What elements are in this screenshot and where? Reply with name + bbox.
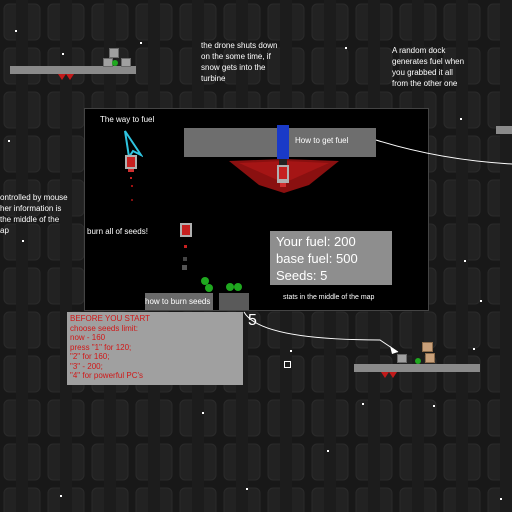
stat-seeds: Seeds: 5 [276, 268, 328, 283]
start-instructions-panel: BEFORE YOU START choose seeds limit: now… [67, 312, 243, 385]
start-line: "2" for 160; [70, 352, 110, 361]
hint-controls: ontrolled by mouse her information is th… [0, 193, 68, 235]
ground-block [145, 293, 213, 310]
drone-at-dock [277, 159, 289, 187]
start-line: BEFORE YOU START [70, 314, 151, 323]
drone-burning [180, 223, 192, 237]
label-how-to-get-fuel: How to get fuel [295, 136, 349, 145]
hint-random-dock: A random dock generates fuel when you gr… [392, 46, 465, 88]
start-line: choose seeds limit: [70, 323, 139, 333]
label-how-to-burn: how to burn seeds [145, 297, 211, 306]
hint-drone-turbine: the drone shuts down on the some time, i… [201, 41, 278, 83]
start-line: "4" for powerful PC's [70, 371, 144, 380]
stats-box: Your fuel: 200 base fuel: 500 Seeds: 5 [270, 231, 392, 285]
tutorial-panel: The way to fuel How to get fuel burn all… [84, 108, 429, 311]
start-line: press "1" for 120; [70, 342, 132, 352]
label-way-to-fuel: The way to fuel [100, 115, 155, 124]
stat-base-fuel: base fuel: 500 [276, 251, 358, 266]
thruster-column [277, 125, 289, 159]
drone-player [125, 155, 137, 172]
mouse-cursor-icon [124, 130, 143, 159]
seed-counter: 5 [248, 312, 257, 329]
right-edge-platform [496, 126, 512, 134]
stat-fuel: Your fuel: 200 [276, 234, 356, 249]
start-line: now - 160 [70, 333, 106, 342]
label-burn-seeds: burn all of seeds! [87, 227, 148, 236]
map-marker-icon [284, 361, 291, 368]
label-stats-middle: stats in the middle of the map [283, 294, 375, 301]
start-line: "3" - 200; [70, 361, 103, 371]
ground-block [219, 293, 249, 310]
